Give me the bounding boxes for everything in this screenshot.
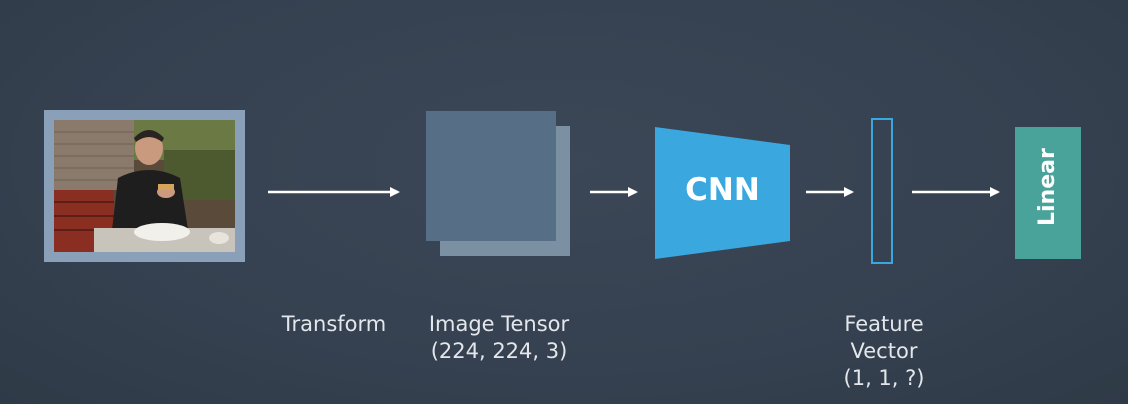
image-tensor-shape: (224, 224, 3) <box>430 339 568 363</box>
linear-block <box>1015 127 1081 259</box>
feature-vector-block <box>871 118 893 264</box>
image-tensor-label: Image Tensor (224, 224, 3) <box>416 311 582 365</box>
feature-vector-label: Feature Vector (1, 1, ?) <box>824 311 944 392</box>
feature-vector-title-1: Feature <box>844 312 924 336</box>
cnn-block <box>655 127 790 259</box>
transform-label: Transform <box>281 312 387 336</box>
input-photo-frame <box>44 110 245 262</box>
tensor-front-layer <box>426 111 556 241</box>
linear-label: Linear <box>1035 148 1060 226</box>
feature-vector-shape: (1, 1, ?) <box>843 366 925 390</box>
photo-icon <box>54 120 235 252</box>
feature-vector-title-2: Vector <box>850 339 918 363</box>
cnn-label: CNN <box>685 172 760 208</box>
image-tensor-title: Image Tensor <box>428 312 570 336</box>
